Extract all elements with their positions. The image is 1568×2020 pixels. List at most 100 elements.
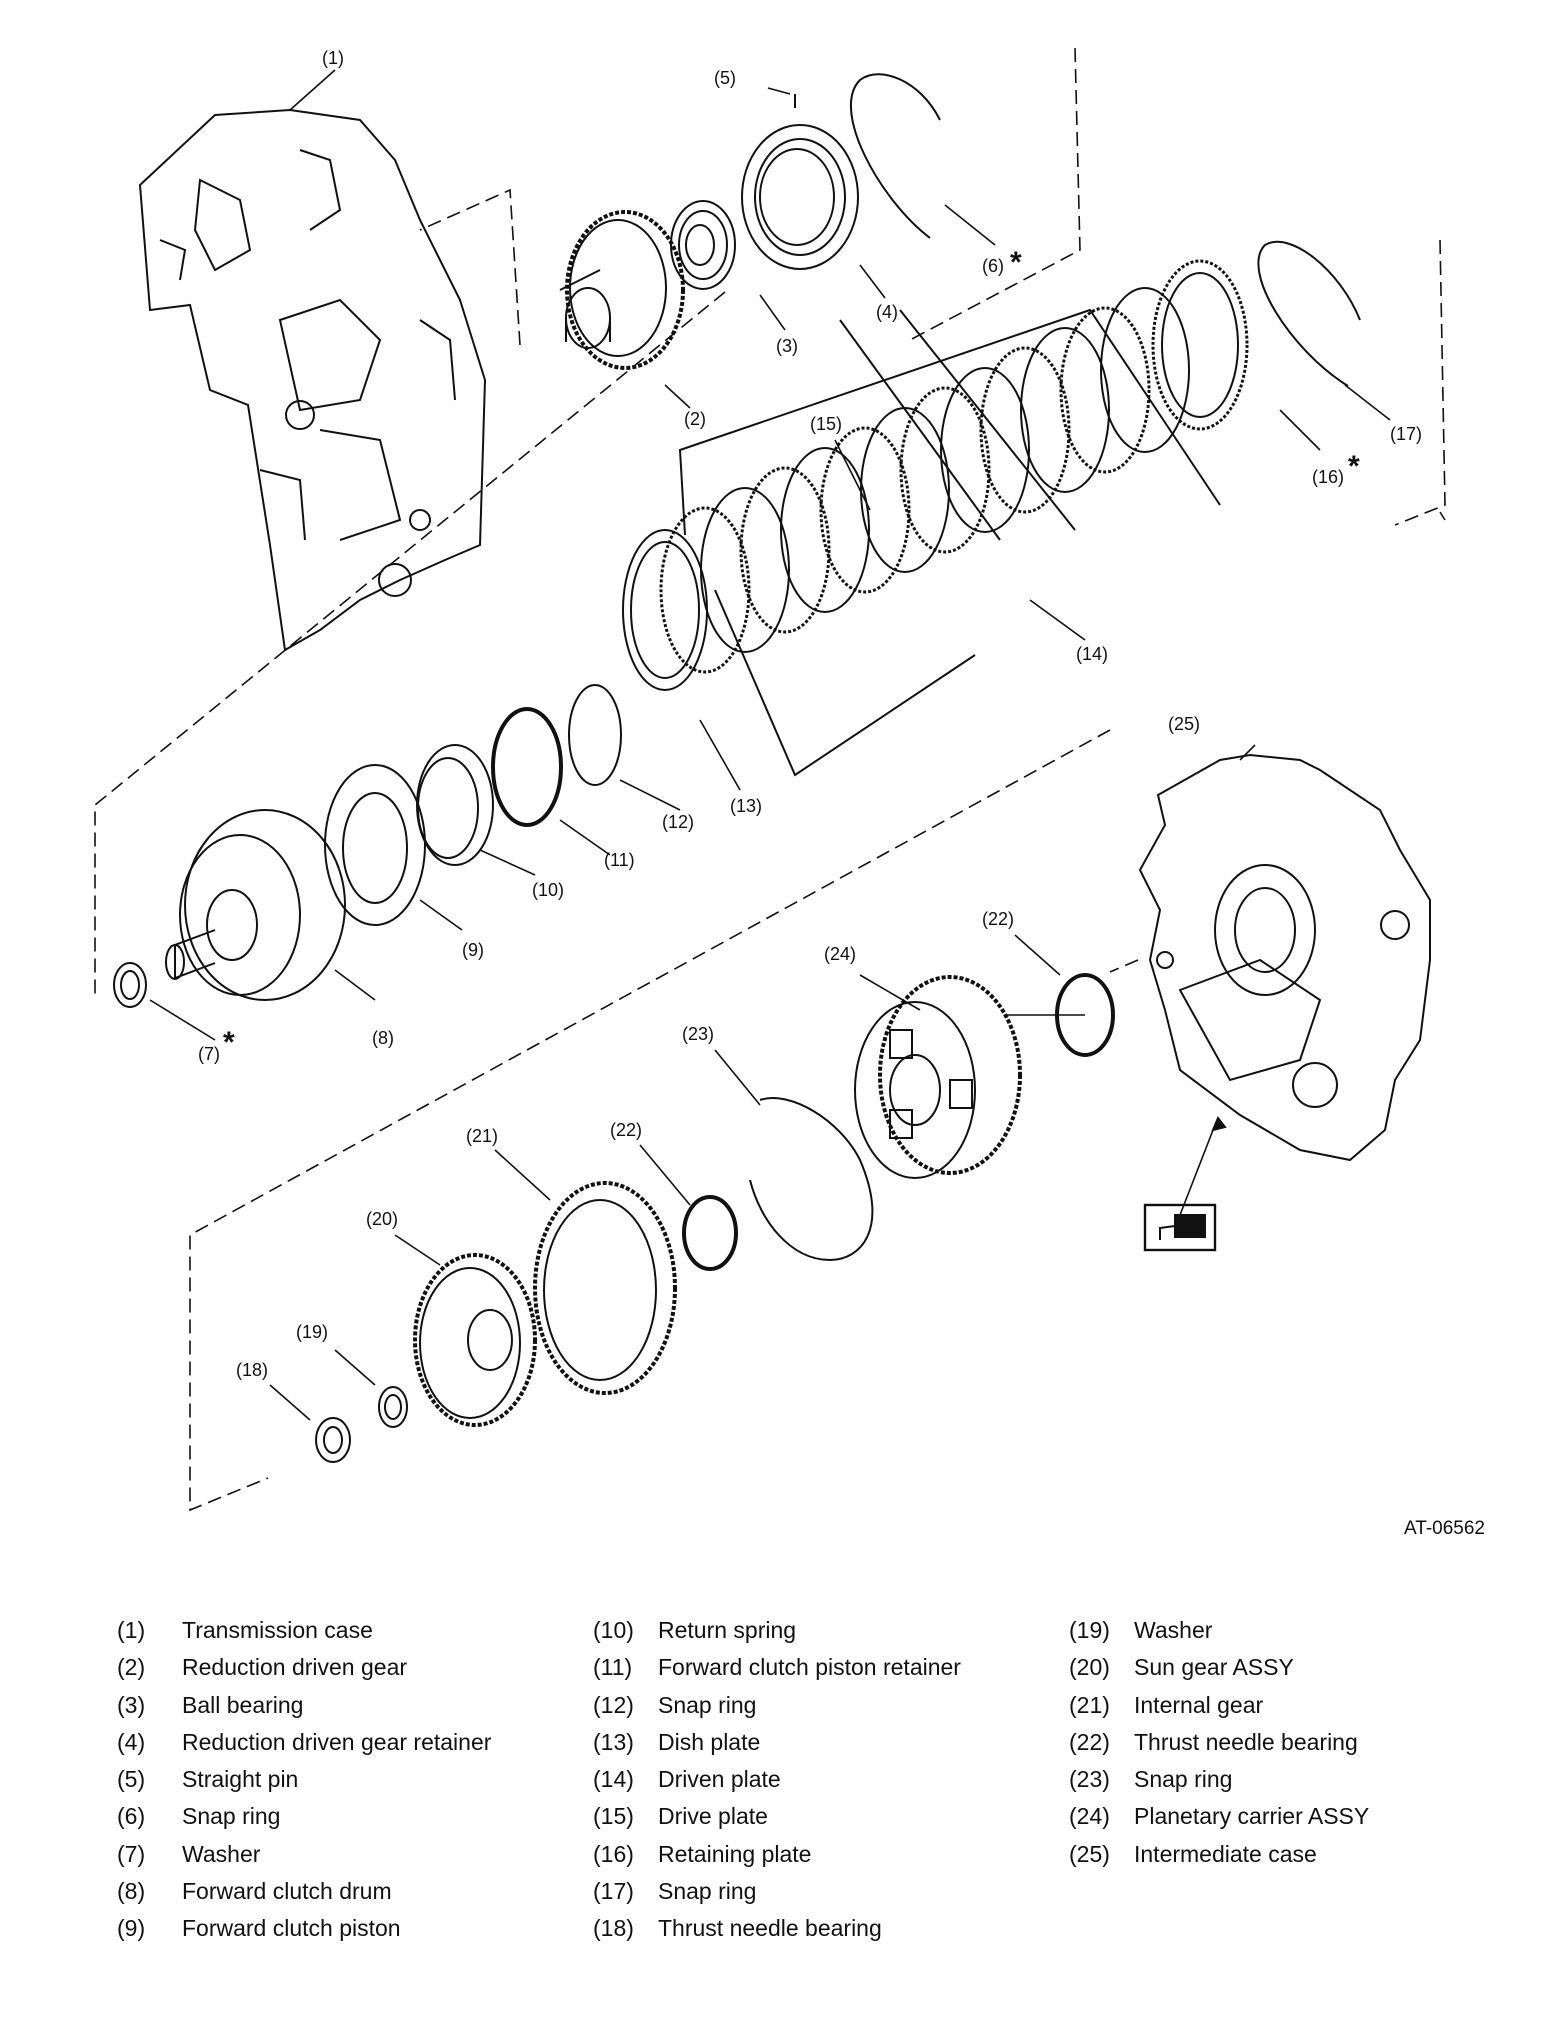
- callout-16: (16): [1312, 467, 1344, 487]
- reduction-driven-gear-retainer: [741, 124, 859, 270]
- callout-15: (15): [810, 414, 842, 434]
- legend-name: Planetary carrier ASSY: [1134, 1803, 1370, 1830]
- callout-9: (9): [462, 940, 484, 960]
- callout-5: (5): [714, 68, 736, 88]
- sealant-icon: [1143, 1203, 1217, 1252]
- thrust-needle-bearing-22b: [682, 1195, 738, 1271]
- legend-name: Retaining plate: [658, 1840, 812, 1867]
- legend-num: (2): [117, 1654, 146, 1681]
- thrust-needle-bearing-18: [315, 1417, 351, 1463]
- leader-lines: [149, 69, 1391, 1421]
- snap-ring-23: [749, 1097, 874, 1262]
- sun-gear-assy: [413, 1253, 537, 1427]
- callout-11: (11): [604, 850, 635, 870]
- planetary-carrier-assy: [854, 975, 1022, 1179]
- reduction-driven-gear: [559, 210, 685, 370]
- assembly-dash-lines: [94, 47, 1446, 1512]
- figure-code: AT-06562: [1404, 1518, 1485, 1539]
- asterisk-7: *: [223, 1026, 235, 1059]
- legend-num: (6): [117, 1803, 146, 1830]
- legend-num: (10): [593, 1617, 634, 1643]
- legend-name: Snap ring: [1134, 1766, 1233, 1793]
- asterisk-16: *: [1348, 450, 1360, 483]
- legend-num: (13): [593, 1728, 634, 1755]
- callout-22-lower: (22): [610, 1120, 642, 1140]
- legend-name: Thrust needle bearing: [658, 1915, 882, 1942]
- arrowhead: [1211, 1116, 1227, 1132]
- legend-name: Reduction driven gear: [182, 1654, 408, 1681]
- callout-21: (21): [466, 1126, 498, 1146]
- callout-22-upper: (22): [982, 909, 1014, 929]
- washer-19: [378, 1386, 408, 1428]
- legend-num: (24): [1069, 1803, 1110, 1830]
- legend-num: (4): [117, 1728, 146, 1755]
- transmission-case: [138, 108, 487, 652]
- legend-name: Forward clutch piston: [182, 1915, 401, 1942]
- legend-num: (17): [593, 1878, 634, 1905]
- legend-num: (14): [593, 1766, 634, 1793]
- legend-num: (16): [593, 1840, 634, 1867]
- legend-name: Transmission case: [182, 1617, 373, 1643]
- snap-ring-17: [1257, 240, 1361, 387]
- callout-23: (23): [682, 1024, 714, 1044]
- callout-14: (14): [1076, 644, 1108, 664]
- exploded-view-diagram: (1) (2) (3) (4) (5) (6) (7) (8) (9) (10)…: [94, 47, 1485, 1539]
- callout-13: (13): [730, 796, 762, 816]
- legend-num: (21): [1069, 1691, 1110, 1718]
- legend-name: Dish plate: [658, 1728, 761, 1755]
- forward-clutch-piston: [324, 764, 426, 926]
- legend-num: (5): [117, 1766, 146, 1793]
- legend-num: (23): [1069, 1766, 1110, 1793]
- callout-18: (18): [236, 1360, 268, 1380]
- callout-19: (19): [296, 1322, 328, 1342]
- legend-num: (9): [117, 1915, 146, 1942]
- legend-name: Intermediate case: [1134, 1840, 1317, 1867]
- legend-name: Snap ring: [658, 1691, 757, 1718]
- legend-name: Straight pin: [182, 1766, 299, 1793]
- callout-17: (17): [1390, 424, 1422, 444]
- legend-num: (3): [117, 1691, 146, 1718]
- legend-num: (19): [1069, 1617, 1110, 1643]
- legend-name: Driven plate: [658, 1766, 781, 1793]
- legend-name: Return spring: [658, 1617, 797, 1643]
- washer-7: [113, 962, 147, 1008]
- legend-num: (22): [1069, 1728, 1110, 1755]
- forward-clutch-drum: [165, 809, 346, 1001]
- callout-10: (10): [532, 880, 564, 900]
- legend-name: Ball bearing: [182, 1691, 304, 1718]
- legend-num: (11): [593, 1654, 633, 1681]
- legend-num: (8): [117, 1878, 146, 1905]
- legend-num: (1): [117, 1617, 146, 1643]
- callout-20: (20): [366, 1209, 398, 1229]
- callout-7: (7): [198, 1044, 220, 1064]
- legend-num: (15): [593, 1803, 634, 1830]
- forward-clutch-piston-retainer: [491, 707, 563, 827]
- ball-bearing: [670, 200, 736, 290]
- legend-name: Internal gear: [1134, 1691, 1264, 1718]
- legend-name: Washer: [1134, 1617, 1213, 1643]
- legend-name: Forward clutch piston retainer: [658, 1654, 961, 1681]
- internal-gear: [533, 1181, 677, 1395]
- snap-ring-6: [849, 73, 941, 239]
- callout-3: (3): [776, 336, 798, 356]
- legend-num: (12): [593, 1691, 634, 1718]
- legend-name: Washer: [182, 1840, 261, 1867]
- legend-name: Reduction driven gear retainer: [182, 1728, 492, 1755]
- legend-num: (18): [593, 1915, 634, 1942]
- legend-name: Sun gear ASSY: [1134, 1654, 1294, 1681]
- asterisk-6: *: [1010, 246, 1022, 279]
- return-spring: [416, 744, 494, 866]
- legend-name: Thrust needle bearing: [1134, 1728, 1358, 1755]
- callout-8: (8): [372, 1028, 394, 1048]
- intermediate-case: [1138, 753, 1431, 1162]
- legend-name: Snap ring: [182, 1803, 281, 1830]
- legend-name: Drive plate: [658, 1803, 768, 1830]
- legend-num: (25): [1069, 1840, 1110, 1867]
- callout-12: (12): [662, 812, 694, 832]
- legend-name: Forward clutch drum: [182, 1878, 392, 1905]
- callout-1: (1): [322, 48, 344, 68]
- parts-legend: (1) Transmission case (2) Reduction driven…: [0, 1612, 1568, 1941]
- callout-25: (25): [1168, 714, 1200, 734]
- legend-num: (20): [1069, 1654, 1110, 1681]
- callout-6: (6): [982, 256, 1004, 276]
